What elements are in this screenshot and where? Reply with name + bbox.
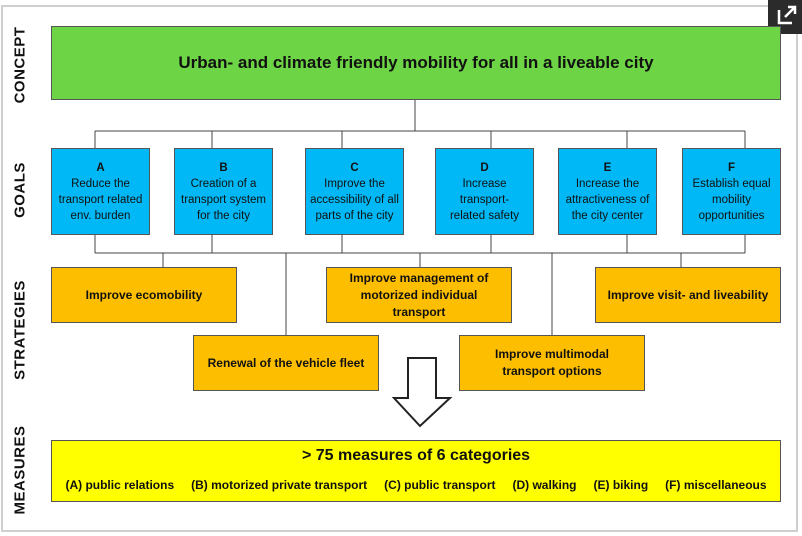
strategy-multimodal: Improve multimodal transport options — [459, 335, 645, 391]
goal-text: Improve the accessibility of all parts o… — [310, 177, 399, 222]
goal-box-f: F Establish equal mobility opportunities — [682, 148, 781, 235]
goal-letter: C — [350, 161, 359, 174]
measure-category: (E) biking — [593, 478, 649, 492]
section-label-strategies: STRATEGIES — [11, 280, 29, 380]
expand-icon — [777, 5, 797, 25]
goal-text: Creation of a transport system for the c… — [181, 177, 266, 222]
goal-box-a: A Reduce the transport related env. burde… — [51, 148, 150, 235]
measures-box: > 75 measures of 6 categories (A) public… — [51, 440, 781, 502]
section-label-measures: MEASURES — [11, 425, 29, 515]
goal-letter: A — [96, 161, 105, 174]
goal-letter: B — [219, 161, 228, 174]
down-arrow-icon — [391, 357, 453, 428]
goal-letter: D — [480, 161, 489, 174]
strategy-vehicle-fleet: Renewal of the vehicle fleet — [193, 335, 379, 391]
section-label-goals: GOALS — [11, 162, 29, 218]
goal-box-d: D Increase transport-related safety — [435, 148, 534, 235]
measure-category: (C) public transport — [384, 478, 496, 492]
goal-box-c: C Improve the accessibility of all parts … — [305, 148, 404, 235]
goal-text: Increase transport-related safety — [449, 177, 520, 222]
section-label-concept: CONCEPT — [11, 26, 29, 104]
measures-title: > 75 measures of 6 categories — [301, 447, 531, 464]
strategy-liveability: Improve visit- and liveability — [595, 267, 781, 323]
image-frame — [1, 5, 798, 532]
concept-box: Urban- and climate friendly mobility for… — [51, 26, 781, 100]
strategy-ecomobility: Improve ecomobility — [51, 267, 237, 323]
goal-text: Reduce the transport related env. burden — [58, 177, 143, 222]
measure-category: (A) public relations — [65, 478, 175, 492]
goal-text: Increase the attractiveness of the city … — [565, 177, 650, 222]
measure-categories: (A) public relations (B) motorized priva… — [65, 478, 766, 492]
goal-box-e: E Increase the attractiveness of the city… — [558, 148, 657, 235]
measure-category: (F) miscellaneous — [665, 478, 767, 492]
measure-category: (D) walking — [512, 478, 577, 492]
strategy-motorized-management: Improve management of motorized individu… — [326, 267, 512, 323]
measure-category: (B) motorized private transport — [191, 478, 368, 492]
goal-letter: E — [603, 161, 612, 174]
goal-box-b: B Creation of a transport system for the … — [174, 148, 273, 235]
goal-letter: F — [727, 161, 736, 174]
goal-text: Establish equal mobility opportunities — [692, 177, 771, 222]
